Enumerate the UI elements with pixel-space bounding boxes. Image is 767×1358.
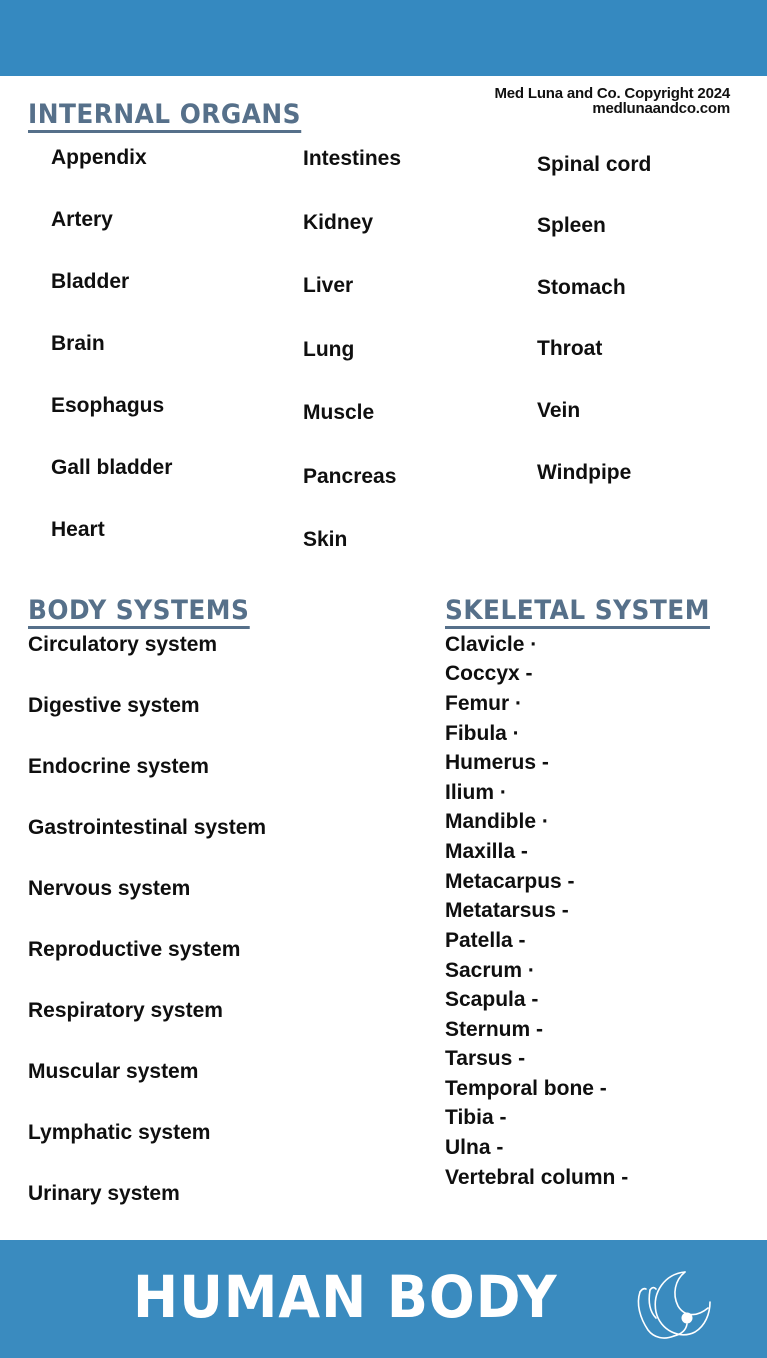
footer-title: HUMAN BODY <box>133 1263 558 1331</box>
moon-stethoscope-logo-icon <box>630 1262 720 1342</box>
body-system-item: Muscular system <box>28 1060 199 1083</box>
bone-item: Temporal bone - <box>445 1077 607 1100</box>
body-system-item: Lymphatic system <box>28 1121 211 1144</box>
bone-item: Vertebral column - <box>445 1166 629 1189</box>
organ-item: Muscle <box>303 401 375 424</box>
bone-item: Ulna - <box>445 1136 504 1159</box>
bone-item: Scapula - <box>445 988 539 1011</box>
body-system-item: Circulatory system <box>28 633 218 656</box>
organ-item: Liver <box>303 274 354 297</box>
bone-item: Patella - <box>445 929 526 952</box>
body-system-item: Reproductive system <box>28 938 241 961</box>
bone-item: Sacrum · <box>445 959 535 982</box>
organ-item: Stomach <box>537 276 626 299</box>
internal-organs-title: INTERNAL ORGANS <box>28 100 302 133</box>
organ-item: Bladder <box>51 270 130 293</box>
bone-item: Sternum - <box>445 1018 544 1041</box>
bone-item: Maxilla - <box>445 840 528 863</box>
bone-item: Mandible · <box>445 810 549 833</box>
organ-item: Gall bladder <box>51 456 173 479</box>
organ-item: Skin <box>303 528 348 551</box>
organ-item: Intestines <box>303 147 402 170</box>
organ-item: Artery <box>51 208 113 231</box>
bone-item: Metatarsus - <box>445 899 569 922</box>
organ-item: Spleen <box>537 214 606 237</box>
body-system-item: Digestive system <box>28 694 200 717</box>
organ-item: Vein <box>537 399 581 422</box>
bone-item: Clavicle · <box>445 633 538 656</box>
organ-item: Heart <box>51 518 105 541</box>
body-system-item: Respiratory system <box>28 999 223 1022</box>
organ-item: Throat <box>537 337 603 360</box>
organ-item: Appendix <box>51 146 147 169</box>
body-system-item: Nervous system <box>28 877 191 900</box>
organ-item: Lung <box>303 338 355 361</box>
organ-item: Spinal cord <box>537 153 652 176</box>
body-system-item: Urinary system <box>28 1182 180 1205</box>
organ-item: Pancreas <box>303 465 397 488</box>
bone-item: Tibia - <box>445 1106 507 1129</box>
top-banner <box>0 0 767 76</box>
bone-item: Coccyx - <box>445 662 533 685</box>
body-systems-title: BODY SYSTEMS <box>28 596 250 629</box>
website-text: medlunaandco.com <box>592 100 730 117</box>
skeletal-system-title: SKELETAL SYSTEM <box>445 596 710 629</box>
organ-item: Brain <box>51 332 105 355</box>
body-system-item: Gastrointestinal system <box>28 816 267 839</box>
body-system-item: Endocrine system <box>28 755 209 778</box>
bone-item: Fibula · <box>445 722 520 745</box>
copyright-block: Med Luna and Co. Copyright 2024 medlunaa… <box>495 86 731 116</box>
bone-item: Metacarpus - <box>445 870 575 893</box>
bone-item: Ilium · <box>445 781 507 804</box>
organ-item: Kidney <box>303 211 374 234</box>
copyright-text: Med Luna and Co. Copyright 2024 <box>494 85 731 102</box>
bone-item: Humerus - <box>445 751 549 774</box>
organ-item: Windpipe <box>537 461 632 484</box>
organ-item: Esophagus <box>51 394 165 417</box>
bone-item: Femur · <box>445 692 523 715</box>
bone-item: Tarsus - <box>445 1047 526 1070</box>
